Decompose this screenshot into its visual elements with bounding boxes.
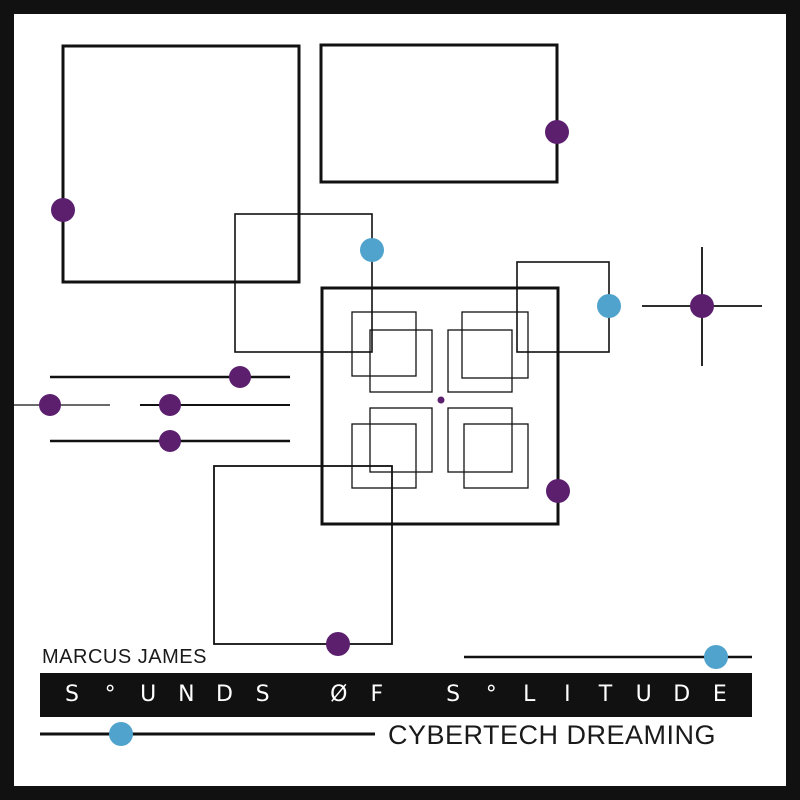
purple-dot-top-left-square [51, 198, 75, 222]
title-glyph: F [370, 682, 384, 707]
purple-dot-lower-rect [326, 632, 350, 656]
connector-rect-right [516, 261, 610, 353]
title-glyph: U [635, 682, 652, 707]
connector-rect-lower [213, 465, 393, 645]
title-glyph: N [178, 682, 195, 707]
blue-dot-bottom-left-line [109, 722, 133, 746]
purple-dot-left-line-1 [229, 366, 251, 388]
title-glyph: D [673, 682, 691, 707]
title-glyph: S [65, 682, 79, 707]
title-glyph: S [446, 682, 461, 707]
center-sketch-squares [351, 311, 529, 489]
purple-dot-top-right-rect [545, 120, 569, 144]
title-glyph: D [215, 682, 233, 707]
title-glyph: Ø [330, 682, 348, 707]
album-subtitle: CYBERTECH DREAMING [388, 720, 717, 750]
purple-dot-left-line-3 [159, 430, 181, 452]
center-square [320, 286, 560, 526]
title-glyph: U [140, 682, 157, 707]
top-left-square [61, 44, 301, 284]
blue-dot-connector-upper [360, 238, 384, 262]
center-dot [437, 396, 445, 404]
title-glyph: S [255, 682, 270, 707]
blue-dot-connector-right [597, 294, 621, 318]
blue-dot-bottom-right-line [704, 645, 728, 669]
connector-rect-upper-left [234, 213, 373, 353]
purple-dot-left-line-2a [39, 394, 61, 416]
title-glyph: E [712, 682, 727, 707]
title-glyph: ° [485, 682, 497, 707]
artist-name: MARCUS JAMES [42, 646, 207, 668]
purple-dot-crosshair [690, 294, 714, 318]
title-glyph: ° [104, 682, 116, 707]
top-right-rectangle [319, 43, 559, 184]
title-glyph: I [564, 682, 571, 707]
purple-dot-center-square [546, 479, 570, 503]
title-glyph: T [598, 682, 613, 707]
title-glyph: L [523, 682, 536, 707]
purple-dot-left-line-2b [159, 394, 181, 416]
album-title-bar: S ° U N D S Ø F S ° L I T U D E [40, 673, 752, 717]
